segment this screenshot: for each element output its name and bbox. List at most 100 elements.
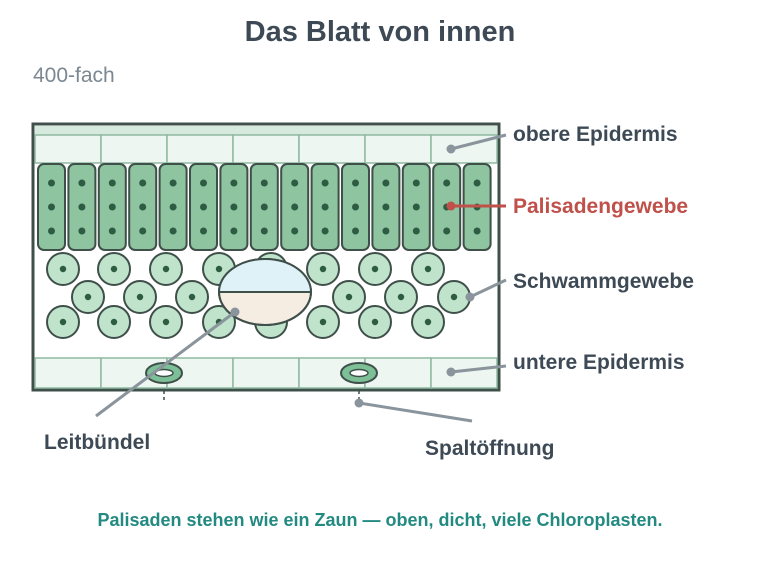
- chloroplast-dot: [139, 227, 147, 235]
- chloroplast-dot: [169, 179, 177, 187]
- leader-lines: [95, 133, 507, 423]
- chloroplast-dot: [200, 179, 207, 187]
- chloroplast-dot: [230, 227, 238, 235]
- spongy-cell-nucleus: [319, 265, 327, 273]
- leader-spongy: [469, 278, 507, 299]
- leader-dot-spongy: [465, 292, 475, 302]
- chloroplast-dot: [291, 227, 299, 235]
- leader-dot-upper-epidermis: [446, 144, 456, 154]
- leader-upper-epidermis: [450, 133, 507, 151]
- leader-vascular-bundle: [95, 310, 236, 418]
- chloroplast-dot: [108, 179, 116, 187]
- chloroplast-dot: [230, 179, 238, 187]
- label-spongy: Schwammgewebe: [513, 270, 694, 293]
- cuticle-top: [35, 126, 497, 135]
- leader-stoma: [358, 401, 473, 423]
- chloroplast-dot: [260, 203, 268, 211]
- chloroplast-dot: [352, 203, 359, 211]
- vascular-bundle: [218, 258, 312, 326]
- chloroplast-dot: [382, 179, 390, 187]
- upper-epidermis-cell: [298, 134, 366, 164]
- label-palisade: Palisadengewebe: [513, 195, 688, 218]
- label-vascular-bundle: Leitbündel: [44, 431, 150, 454]
- spongy-cell-nucleus: [345, 293, 353, 301]
- chloroplast-dot: [321, 203, 329, 211]
- magnification-label: 400-fach: [33, 64, 115, 87]
- lower-epidermis: [34, 357, 498, 389]
- upper-epidermis-cell: [166, 134, 234, 164]
- page-title: Das Blatt von innen: [244, 16, 516, 48]
- upper-epidermis-cell: [232, 134, 300, 164]
- leader-dot-palisade: [446, 201, 456, 211]
- upper-epidermis-cell: [34, 134, 102, 164]
- label-stoma: Spaltöffnung: [425, 437, 554, 460]
- caption: Palisaden stehen wie ein Zaun — oben, di…: [97, 510, 663, 530]
- chloroplast-dot: [230, 203, 238, 211]
- spongy-cell-nucleus: [59, 318, 67, 326]
- chloroplast-dot: [473, 227, 481, 235]
- leader-dot-lower-epidermis: [446, 367, 456, 377]
- chloroplast-dot: [260, 179, 268, 187]
- chloroplast-dot: [48, 227, 55, 235]
- stoma-right: [340, 362, 378, 401]
- spongy-cell-nucleus: [424, 265, 432, 273]
- chloroplast-dot: [78, 227, 86, 235]
- chloroplast-dot: [473, 179, 481, 187]
- chloroplast-dot: [48, 179, 55, 187]
- chloroplast-dot: [412, 179, 420, 187]
- chloroplast-dot: [108, 203, 116, 211]
- chloroplast-dot: [200, 227, 207, 235]
- upper-epidermis-cell: [100, 134, 168, 164]
- chloroplast-dot: [139, 179, 147, 187]
- spongy-cell-nucleus: [371, 265, 379, 273]
- upper-epidermis-cell: [364, 134, 432, 164]
- chloroplast-dot: [48, 203, 55, 211]
- label-upper-epidermis: obere Epidermis: [513, 123, 678, 146]
- lower-epidermis-cell: [34, 357, 102, 389]
- spongy-cell-nucleus: [84, 293, 92, 301]
- chloroplast-dot: [321, 179, 329, 187]
- spongy-cell-nucleus: [397, 293, 405, 301]
- chloroplast-dot: [291, 179, 299, 187]
- spongy-cell-nucleus: [424, 318, 432, 326]
- lower-epidermis-cell: [232, 357, 300, 389]
- spongy-cell-nucleus: [188, 293, 196, 301]
- chloroplast-dot: [169, 203, 177, 211]
- chloroplast-dot: [169, 227, 177, 235]
- leader-dot-stoma: [354, 398, 364, 408]
- chloroplast-dot: [200, 203, 207, 211]
- chloroplast-dot: [260, 227, 268, 235]
- palisade-tissue: [37, 163, 492, 251]
- spongy-cell-nucleus: [215, 265, 223, 273]
- chloroplast-dot: [352, 179, 359, 187]
- leader-dots: [230, 144, 475, 408]
- chloroplast-dot: [443, 179, 451, 187]
- chloroplast-dot: [321, 227, 329, 235]
- lower-epidermis-cell: [430, 357, 498, 389]
- spongy-cell-nucleus: [110, 318, 118, 326]
- spongy-cell-nucleus: [162, 318, 170, 326]
- leader-dot-vascular-bundle: [230, 307, 240, 317]
- spongy-cell-nucleus: [371, 318, 379, 326]
- chloroplast-dot: [443, 227, 451, 235]
- spongy-cell-nucleus: [136, 293, 144, 301]
- chloroplast-dot: [352, 227, 359, 235]
- chloroplast-dot: [382, 227, 390, 235]
- chloroplast-dot: [108, 227, 116, 235]
- spongy-cell-nucleus: [162, 265, 170, 273]
- label-lower-epidermis: untere Epidermis: [513, 351, 685, 374]
- spongy-cell-nucleus: [319, 318, 327, 326]
- leader-lower-epidermis: [450, 364, 507, 374]
- chloroplast-dot: [412, 203, 420, 211]
- stoma-left: [145, 362, 183, 401]
- chloroplast-dot: [139, 203, 147, 211]
- chloroplast-dot: [291, 203, 299, 211]
- upper-epidermis: [34, 134, 498, 164]
- chloroplast-dot: [78, 203, 86, 211]
- chloroplast-dot: [382, 203, 390, 211]
- chloroplast-dot: [412, 227, 420, 235]
- spongy-cell-nucleus: [450, 293, 458, 301]
- chloroplast-dot: [78, 179, 86, 187]
- spongy-cell-nucleus: [110, 265, 118, 273]
